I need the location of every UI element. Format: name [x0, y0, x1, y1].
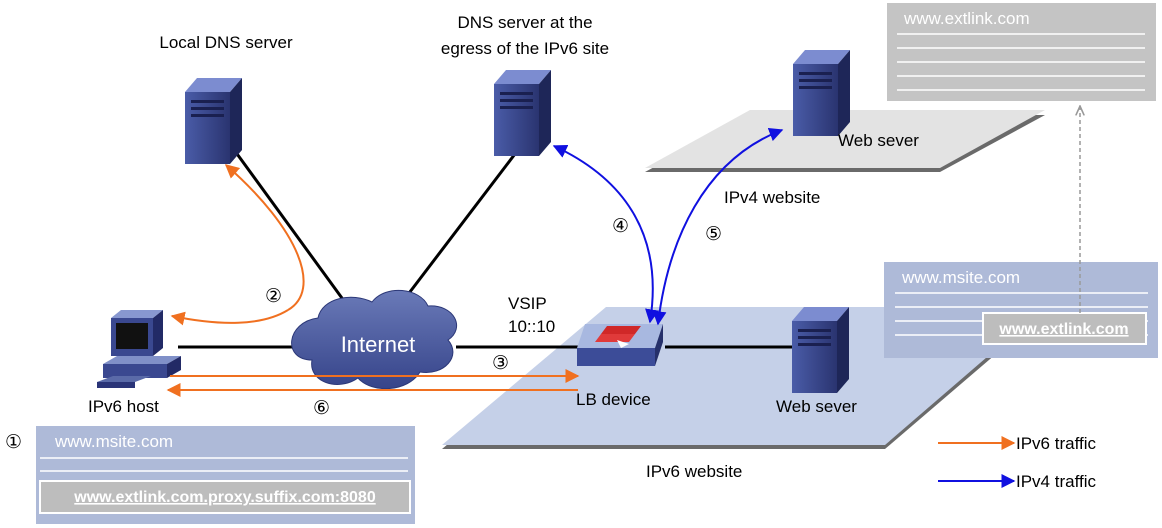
ipv6-traffic-arrows: [166, 164, 580, 397]
lb-device-label: LB device: [576, 390, 651, 409]
egress-dns-server: [494, 70, 551, 156]
internet-cloud: Internet: [291, 289, 458, 390]
ipv4-web-server: [793, 50, 850, 136]
egress-dns-label-line1: DNS server at the: [457, 13, 592, 32]
ipv4-traffic-arrows: [552, 128, 784, 326]
internet-label: Internet: [341, 332, 416, 357]
lb-device: [577, 324, 663, 366]
host-proxy-link[interactable]: www.extlink.com.proxy.suffix.com:8080: [73, 489, 376, 506]
step-1-marker: ①: [5, 432, 22, 453]
ipv6-host-label: IPv6 host: [88, 397, 159, 416]
msite-page: www.msite.com www.extlink.com: [884, 262, 1158, 358]
network-links: [178, 146, 800, 349]
step-3-marker: ③: [492, 353, 509, 374]
arrow-step2-to-local-dns: [224, 164, 305, 311]
local-dns-label: Local DNS server: [159, 33, 293, 52]
diagram-labels: Local DNS server DNS server at the egres…: [88, 13, 919, 481]
msite-page-title: www.msite.com: [901, 268, 1020, 287]
step-4-marker: ④: [612, 216, 629, 237]
extlink-page: www.extlink.com: [887, 3, 1156, 101]
arrow-step4: [552, 144, 659, 324]
legend-ipv6-label: IPv6 traffic: [1016, 434, 1096, 453]
host-page-title: www.msite.com: [54, 432, 173, 451]
step-5-marker: ⑤: [705, 224, 722, 245]
extlink-page-title: www.extlink.com: [903, 9, 1030, 28]
ipv6-web-server-label: Web sever: [776, 397, 857, 416]
legend-ipv4-label: IPv4 traffic: [1016, 472, 1096, 491]
ipv4-website-label: IPv4 website: [724, 188, 820, 207]
vsip-label-line1: VSIP: [508, 294, 547, 313]
ipv6-host-computer: [97, 310, 181, 388]
local-dns-server: [185, 78, 242, 164]
vsip-label-line2: 10::10: [508, 317, 555, 336]
ipv4-web-server-label: Web sever: [838, 131, 919, 150]
legend: IPv6 traffic IPv4 traffic: [938, 434, 1096, 491]
ipv6-website-label: IPv6 website: [646, 462, 742, 481]
host-browser-page: www.msite.com www.extlink.com.proxy.suff…: [36, 426, 415, 524]
ipv6-web-server: [792, 307, 849, 393]
arrow-step2-to-host: [170, 309, 289, 326]
link-egressdns-internet: [398, 149, 520, 306]
step-2-marker: ②: [265, 286, 282, 307]
step-6-marker: ⑥: [313, 398, 330, 419]
step-markers: ① ② ③ ④ ⑤ ⑥: [5, 216, 722, 453]
link-localdns-internet: [230, 146, 349, 306]
egress-dns-label-line2: egress of the IPv6 site: [441, 39, 609, 58]
arrow-step5: [652, 128, 784, 326]
msite-extlink-link[interactable]: www.extlink.com: [998, 321, 1128, 338]
